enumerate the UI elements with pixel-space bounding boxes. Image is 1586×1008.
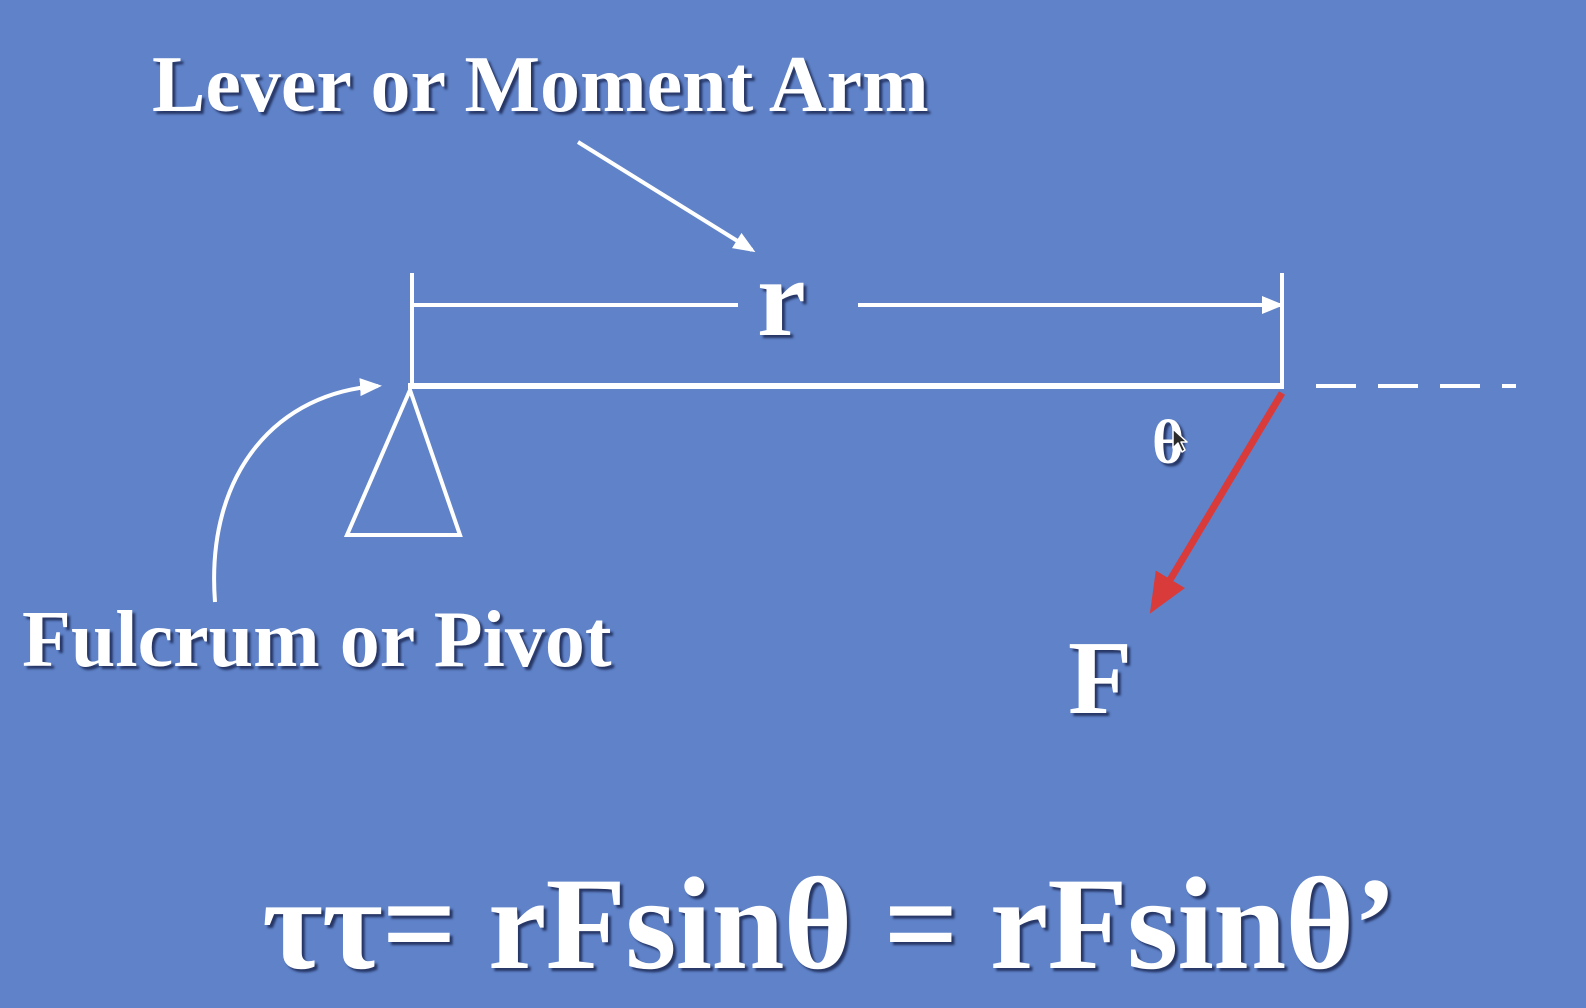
mouse-pointer-icon: [1172, 428, 1188, 453]
moment-arm-pointer-arrow: [576, 140, 756, 253]
force-vector-arrow: [1149, 391, 1286, 614]
fulcrum-triangle: [343, 384, 463, 537]
fulcrum-label: Fulcrum or Pivot: [22, 596, 612, 684]
force-label: F: [1068, 619, 1133, 736]
torque-equation: ττ= rFsinθ = rFsinθ’: [262, 850, 1397, 997]
moment-arm-label: Lever or Moment Arm: [152, 41, 929, 129]
fulcrum-pointer-arrow: [212, 378, 382, 603]
r-label: r: [757, 237, 806, 359]
